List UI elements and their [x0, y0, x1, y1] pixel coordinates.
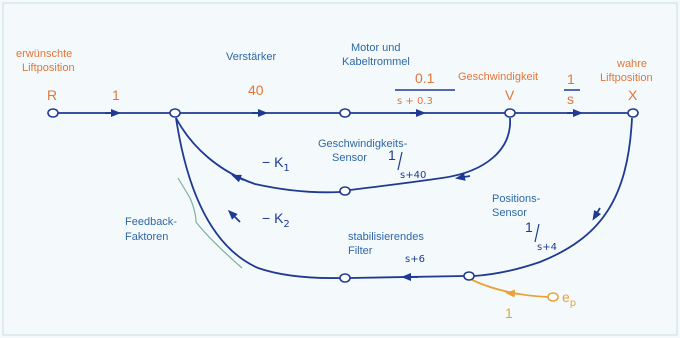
feedback-label-line2: Faktoren	[125, 231, 168, 243]
integrator-numerator: 1	[567, 71, 575, 87]
branch-velocity-sensor	[349, 117, 511, 191]
filter-label-line2: Filter	[348, 245, 373, 257]
gain-k2: − K2	[262, 210, 290, 230]
input-label-line2: Liftposition	[22, 62, 75, 74]
velocity-sensor-tf-denominator: s+40	[400, 170, 426, 181]
arrow-k1	[231, 174, 245, 183]
gain-amplifier: 40	[248, 82, 264, 98]
motor-tf-denominator: s + 0.3	[397, 96, 433, 107]
gain-k1: − K1	[262, 154, 290, 174]
arrow-velocity-sensor	[455, 172, 471, 181]
position-sensor-label-line1: Positions-	[492, 193, 541, 205]
branch-k2	[175, 117, 341, 279]
arrow-k2	[227, 209, 241, 223]
gain-r: R	[47, 87, 57, 103]
gain-input-one: 1	[112, 87, 120, 103]
gain-x: X	[628, 87, 638, 103]
node-velocity-v	[504, 108, 516, 118]
node-filter-output	[339, 273, 351, 283]
feedback-bracket	[177, 177, 243, 269]
node-motor-input	[339, 108, 351, 118]
branch-position-sensor	[473, 117, 633, 277]
output-label-line2: Liftposition	[600, 72, 653, 84]
integrator-denominator: s	[567, 91, 574, 107]
gain-disturbance-one: 1	[505, 305, 513, 321]
node-velocity-sensor	[339, 186, 351, 196]
node-input-r	[47, 108, 59, 118]
amplifier-label: Verstärker	[226, 51, 276, 63]
motor-tf-numerator: 0.1	[415, 70, 435, 86]
node-summing	[169, 108, 181, 118]
velocity-sensor-fraction-slash	[397, 151, 403, 171]
branch-k1	[175, 117, 341, 194]
velocity-sensor-label-line2: Sensor	[332, 152, 367, 164]
arrow-position-sensor	[592, 207, 602, 221]
node-filter-input	[463, 271, 475, 281]
arrow-disturbance	[505, 289, 521, 298]
filter-tf: s+6	[405, 254, 425, 265]
gain-ep: ep	[562, 289, 576, 309]
position-sensor-label-line2: Sensor	[492, 207, 527, 219]
input-label-line1: erwünschte	[16, 48, 72, 60]
position-sensor-tf-numerator: 1	[525, 219, 533, 235]
feedback-loops	[175, 117, 633, 281]
filter-label-line1: stabilisierendes	[348, 231, 424, 243]
node-disturbance-ep	[547, 292, 559, 302]
position-sensor-fraction-slash	[534, 223, 540, 243]
velocity-sensor-label-line1: Geschwindigkeits-	[318, 138, 408, 150]
node-position-x	[627, 108, 639, 118]
velocity-label: Geschwindigkeit	[458, 71, 538, 83]
nodes	[47, 108, 639, 283]
motor-label-line2: Kabeltrommel	[342, 56, 410, 68]
velocity-sensor-tf-numerator: 1	[388, 147, 396, 163]
feedback-label-line1: Feedback-	[125, 216, 177, 228]
branch-disturbance	[471, 279, 549, 298]
disturbance-path	[471, 279, 549, 298]
output-label-line1: wahre	[616, 58, 647, 70]
position-sensor-tf-denominator: s+4	[537, 242, 557, 253]
motor-label-line1: Motor und	[351, 42, 401, 54]
gain-v: V	[505, 87, 515, 103]
